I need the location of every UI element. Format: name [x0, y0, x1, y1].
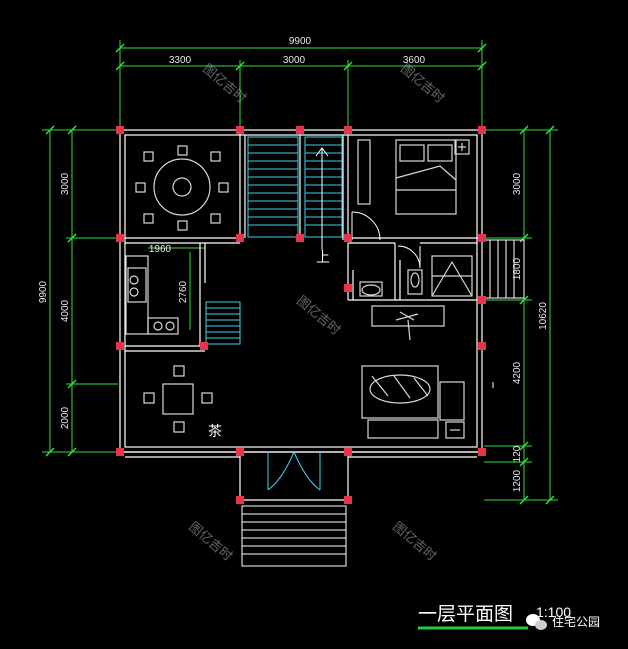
entrance-steps — [241, 505, 347, 567]
watermark: 图亿吉时 — [199, 62, 248, 107]
dim-top-right: 3600 — [403, 55, 426, 66]
dim-right-a: 3000 — [512, 172, 523, 195]
wechat-icon — [526, 614, 547, 630]
dim-left-b: 4000 — [60, 299, 71, 322]
stair-up-label: 上 — [316, 250, 330, 266]
dim-top-mid: 3000 — [283, 55, 306, 66]
dim-right-d: 120 — [512, 445, 523, 462]
dim-left-c: 2000 — [60, 406, 71, 429]
dining-table-round — [135, 145, 229, 231]
dim-kitchen-width: 1960 — [149, 244, 172, 255]
entrance-door — [267, 451, 321, 491]
bed — [357, 139, 470, 215]
watermark: 图亿吉时 — [397, 62, 446, 107]
dim-right-c: 4200 — [512, 361, 523, 384]
tea-room-label: 茶 — [208, 424, 222, 440]
sofa-set — [361, 365, 465, 439]
bathroom-fixtures — [359, 255, 473, 297]
drawing-title: 一层平面图 — [418, 603, 513, 625]
dim-kitchen-height: 2760 — [178, 280, 189, 303]
staircase-main — [247, 136, 343, 238]
dim-right-total: 10620 — [538, 302, 549, 330]
drawing-scale: 1:100 — [536, 604, 571, 620]
interior-doors — [351, 211, 421, 269]
side-steps — [481, 239, 525, 299]
dim-top-left: 3300 — [169, 55, 192, 66]
wash-counter — [371, 305, 445, 341]
dim-right-e: 1200 — [512, 469, 523, 492]
brand-label: 住宅公园 — [552, 614, 600, 629]
dim-left-a: 3000 — [60, 172, 71, 195]
dim-top-total: 9900 — [289, 36, 312, 47]
watermark: 图亿吉时 — [389, 520, 438, 565]
watermark: 图亿吉时 — [293, 294, 342, 339]
watermark: 图亿吉时 — [185, 520, 234, 565]
dimension-lines — [42, 40, 558, 501]
stair-arrow — [315, 147, 329, 250]
kitchen-counter — [125, 255, 179, 335]
dim-right-b: 1800 — [512, 257, 523, 280]
dimension-ticks — [45, 43, 555, 505]
staircase-secondary — [205, 301, 241, 345]
walls — [119, 129, 483, 501]
columns — [116, 126, 486, 504]
dim-left-total: 9900 — [38, 280, 49, 303]
tea-table — [143, 365, 213, 433]
